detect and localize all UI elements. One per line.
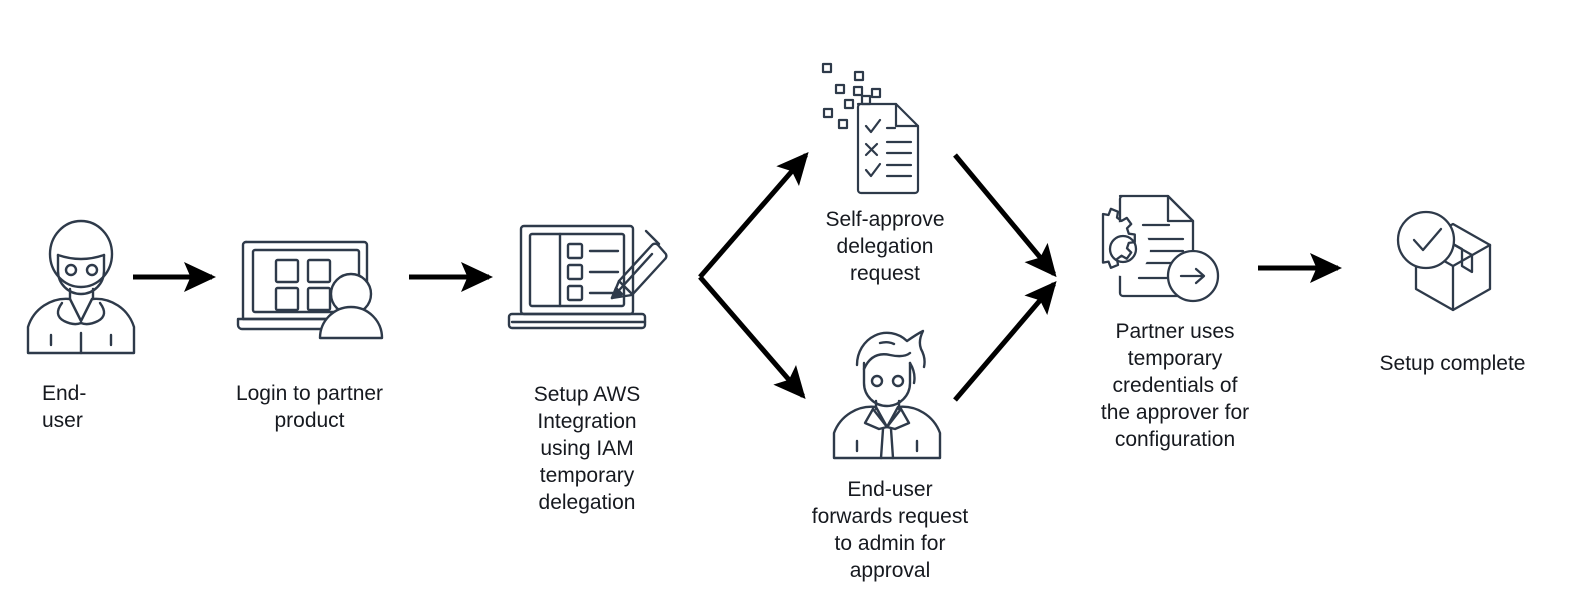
- label-partner-uses-credentials: Partner uses temporary credentials of th…: [1100, 320, 1250, 451]
- label-login-partner-product: Login to partner product: [235, 382, 384, 432]
- box-check-icon: [1396, 210, 1492, 312]
- arrow-forward-admin-to-partner: [953, 280, 1057, 402]
- node-end-user: [22, 215, 140, 355]
- label-setup-aws-integration: Setup AWS Integration using IAM temporar…: [533, 383, 641, 514]
- label-forward-to-admin: End-user forwards request to admin for a…: [811, 478, 969, 582]
- node-partner-uses-credentials: [1096, 192, 1220, 304]
- laptop-checklist-pencil-icon: [507, 224, 668, 330]
- node-setup-aws-integration: [507, 222, 668, 338]
- person-avatar-icon: [26, 219, 136, 355]
- arrow-setup-to-self-approve: [698, 151, 809, 279]
- document-checklist-icon: [821, 62, 920, 195]
- node-setup-complete: [1388, 205, 1513, 325]
- node-login-partner-product: [236, 238, 388, 343]
- label-end-user: End- user: [42, 382, 87, 432]
- person-admin-icon: [832, 329, 942, 460]
- laptop-user-login-icon: [236, 240, 384, 340]
- arrow-setup-to-forward-admin: [698, 275, 806, 400]
- node-forward-to-admin: [828, 325, 946, 460]
- document-gear-arrow-icon: [1096, 194, 1220, 303]
- label-setup-complete: Setup complete: [1379, 352, 1526, 375]
- label-self-approve-delegation: Self-approve delegation request: [825, 208, 945, 285]
- node-self-approve-delegation: [810, 60, 925, 195]
